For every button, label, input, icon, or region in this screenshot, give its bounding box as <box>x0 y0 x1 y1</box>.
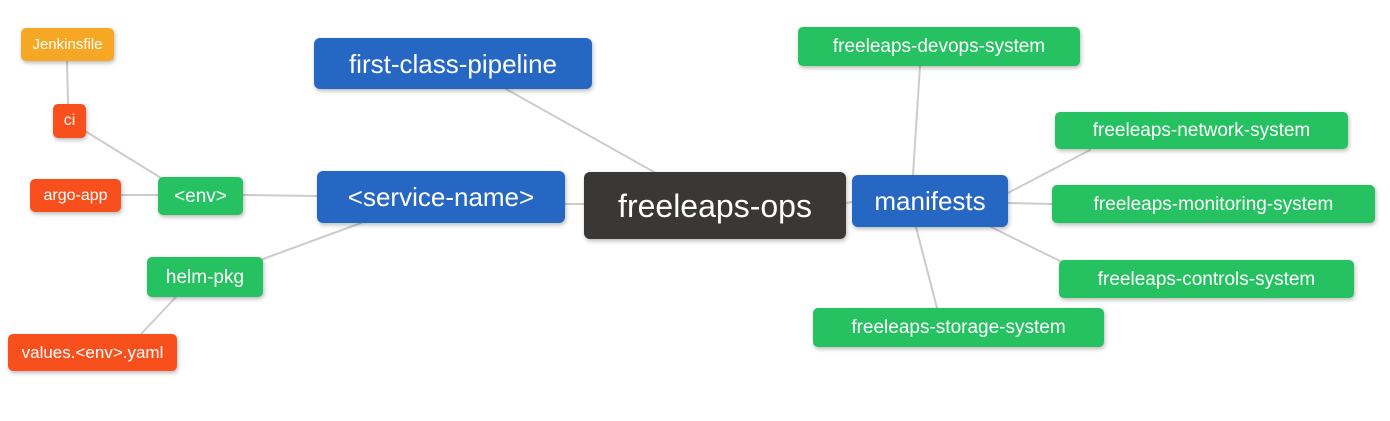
edge-first-class-pipeline-freeleaps-ops <box>505 88 655 173</box>
node-argo-app[interactable]: argo-app <box>30 179 121 212</box>
edge-jenkinsfile-ci <box>66 60 69 105</box>
node-jenkinsfile[interactable]: Jenkinsfile <box>21 28 114 61</box>
edge-values-env-yaml-helm-pkg <box>140 296 177 335</box>
node-freeleaps-devops-system[interactable]: freeleaps-devops-system <box>798 27 1080 66</box>
node-helm-pkg[interactable]: helm-pkg <box>147 257 263 297</box>
node-first-class-pipeline[interactable]: first-class-pipeline <box>314 38 592 89</box>
edge-manifests-controls-system <box>990 226 1061 262</box>
node-manifests[interactable]: manifests <box>852 175 1008 227</box>
node-service-name[interactable]: <service-name> <box>317 171 565 223</box>
edge-manifests-storage-system <box>915 226 938 309</box>
node-freeleaps-network-system[interactable]: freeleaps-network-system <box>1055 112 1348 149</box>
edge-ci-env <box>84 130 162 179</box>
node-values-env-yaml[interactable]: values.<env>.yaml <box>8 334 177 371</box>
edge-manifests-monitoring-system <box>1007 202 1053 205</box>
edge-helm-pkg-service-name <box>262 222 362 260</box>
node-freeleaps-monitoring-system[interactable]: freeleaps-monitoring-system <box>1052 185 1375 223</box>
edge-env-service-name <box>242 194 318 197</box>
node-freeleaps-controls-system[interactable]: freeleaps-controls-system <box>1059 260 1354 298</box>
edge-manifests-devops-system <box>912 65 921 176</box>
node-freeleaps-ops[interactable]: freeleaps-ops <box>584 172 846 239</box>
node-ci[interactable]: ci <box>53 104 86 138</box>
node-freeleaps-storage-system[interactable]: freeleaps-storage-system <box>813 308 1104 347</box>
node-env[interactable]: <env> <box>158 177 243 215</box>
